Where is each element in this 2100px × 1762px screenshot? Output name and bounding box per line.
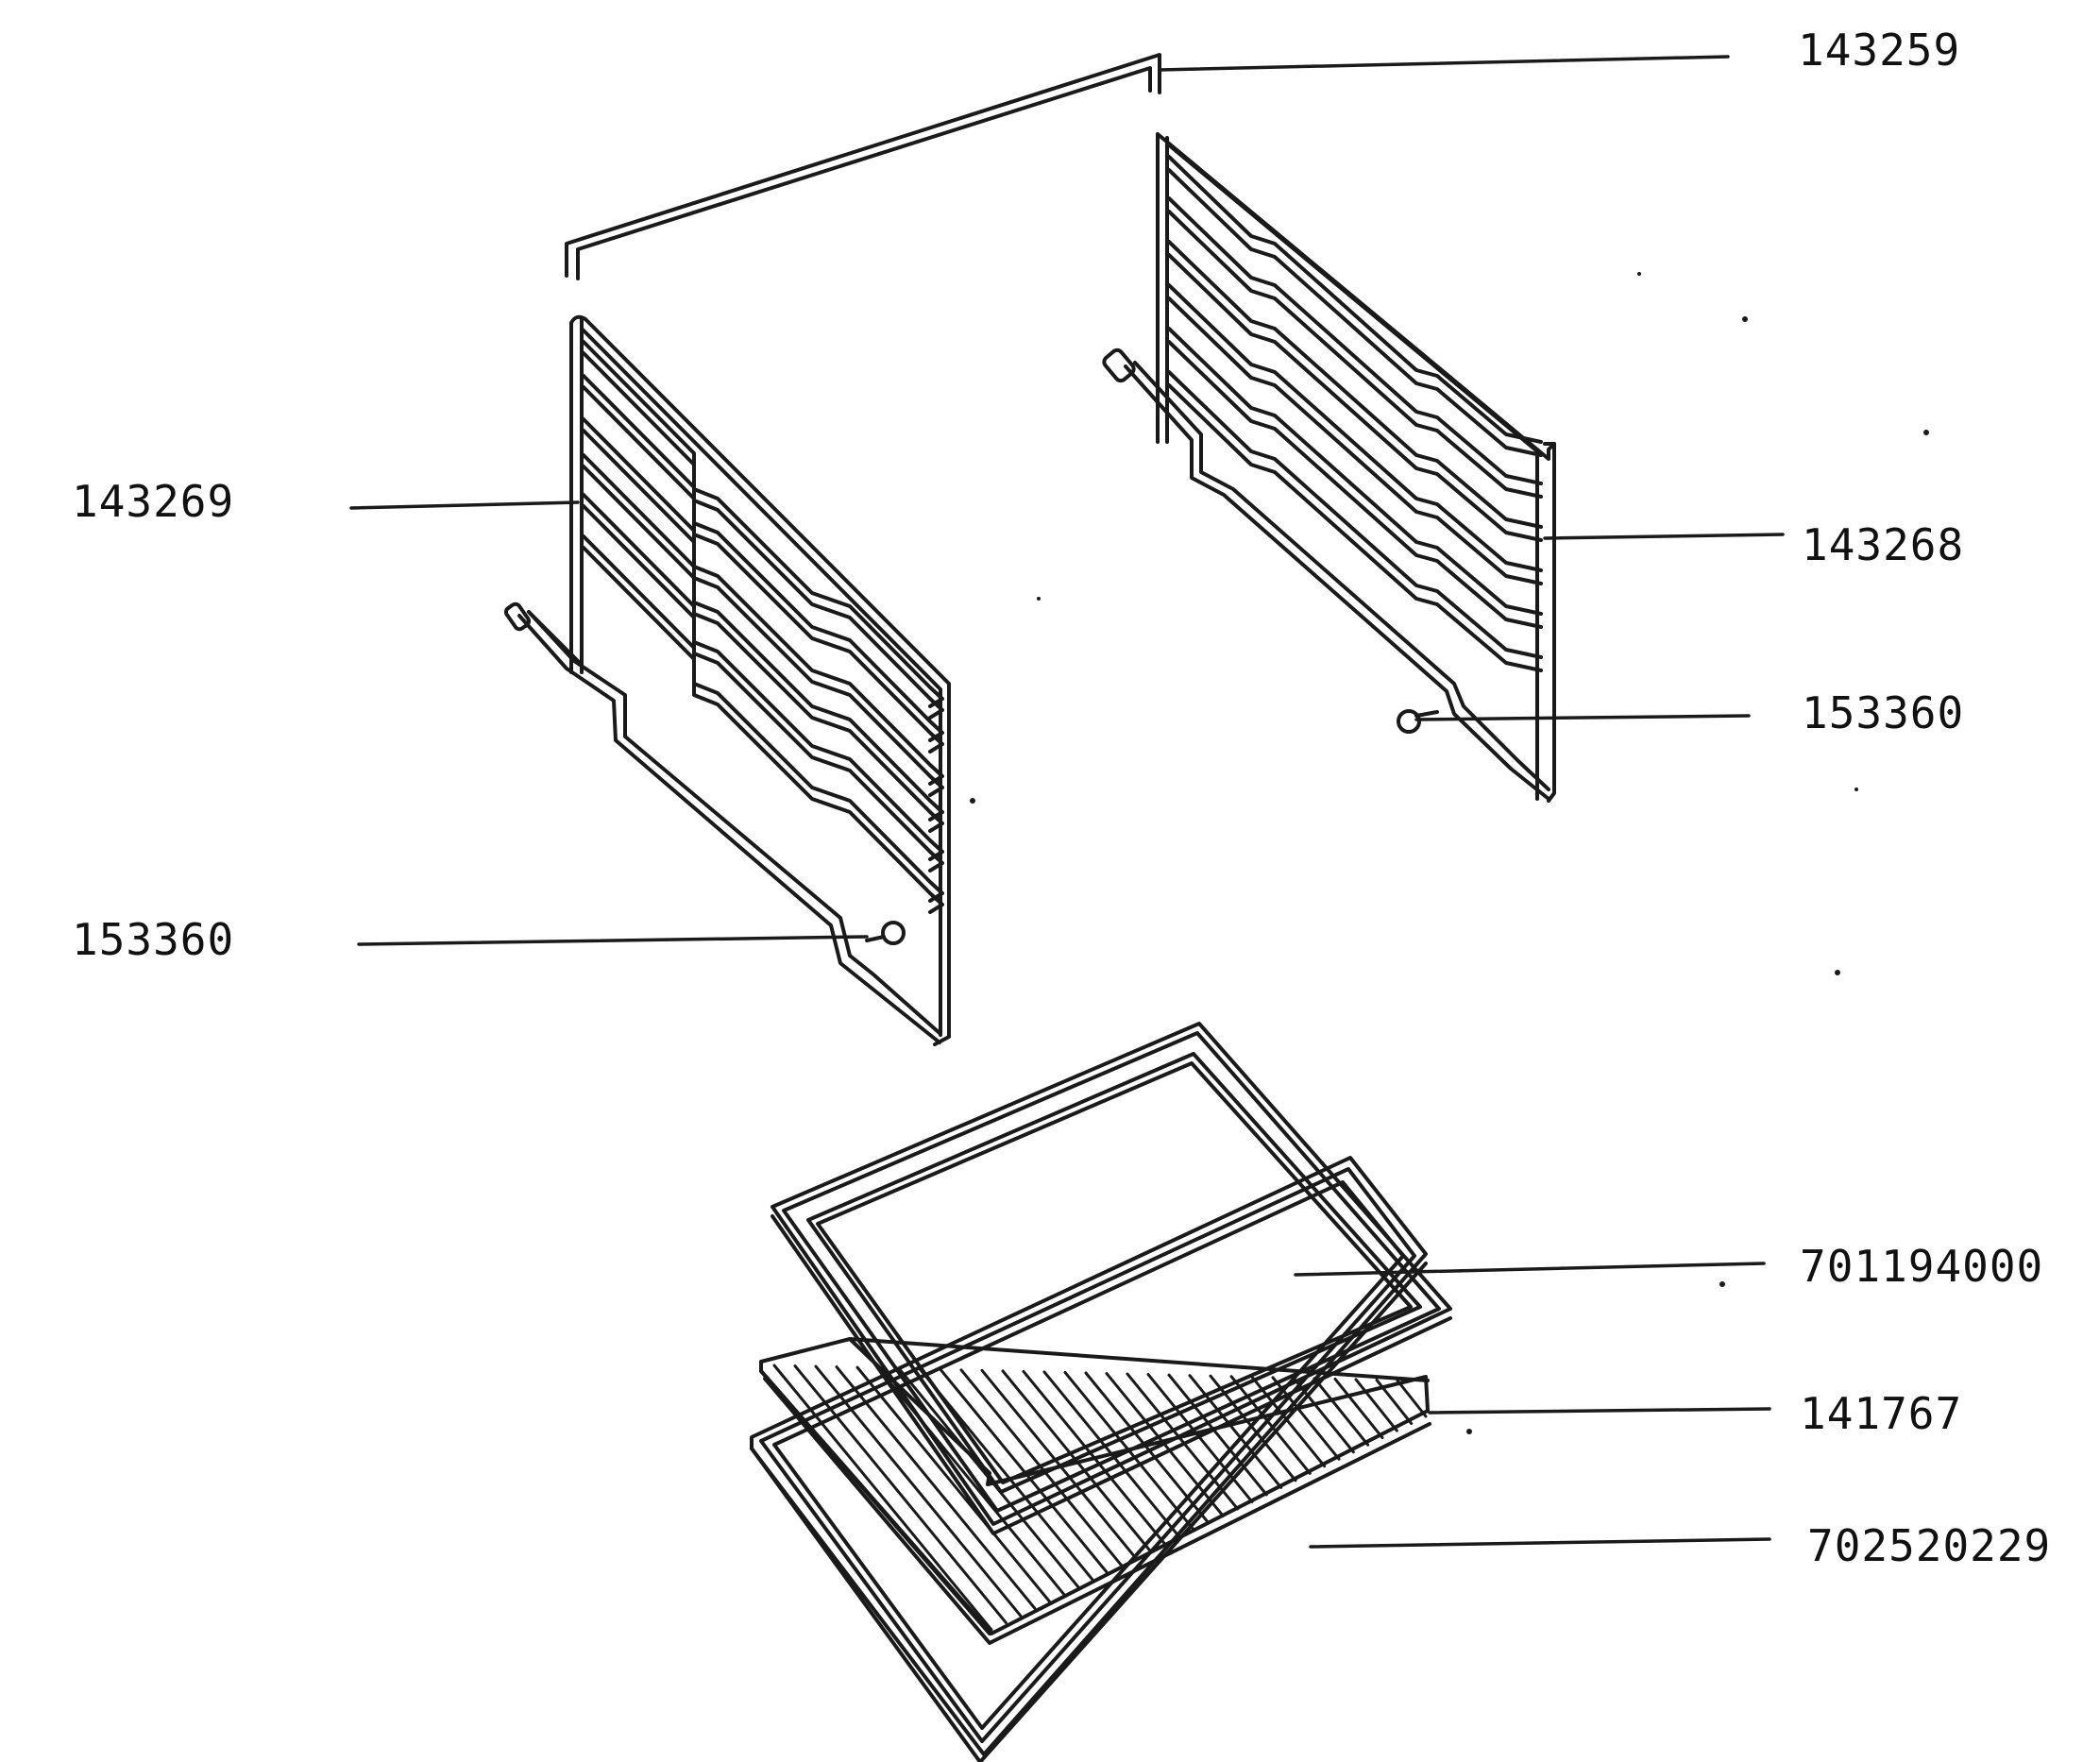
leader-lines — [349, 55, 1785, 1549]
grill-bar — [1271, 1376, 1341, 1461]
grill-bar — [1333, 1377, 1384, 1440]
grill-bar — [793, 1364, 1008, 1624]
label-grill-grid: 141767 — [1800, 1388, 1963, 1439]
label-left-rack: 143269 — [72, 476, 235, 527]
grill-bar — [855, 1365, 1051, 1603]
grill-bar — [1042, 1370, 1181, 1539]
grill-bar — [772, 1364, 993, 1632]
glass-shelf-part — [771, 1022, 1452, 1535]
grill-bar — [1084, 1371, 1211, 1525]
grill-bar — [1229, 1375, 1312, 1475]
leader-top-rail — [1158, 55, 1730, 72]
leader-left-screw — [357, 935, 869, 946]
top-rail-part — [565, 53, 1161, 280]
grill-bar — [1001, 1369, 1153, 1553]
label-left-screw: 153360 — [72, 914, 235, 965]
label-glass-shelf: 701194000 — [1800, 1241, 2044, 1292]
leader-baking-tray — [1309, 1537, 1771, 1549]
right-rack-part — [1102, 132, 1556, 803]
label-right-screw: 153360 — [1802, 687, 1965, 738]
grill-bar — [1354, 1378, 1398, 1432]
leader-glass-shelf — [1294, 1262, 1766, 1277]
label-baking-tray: 702520229 — [1807, 1520, 2052, 1571]
label-top-rail: 143259 — [1798, 25, 1961, 76]
grill-bar — [1292, 1376, 1355, 1454]
leader-left-rack — [349, 500, 580, 510]
grill-bar — [1312, 1377, 1370, 1447]
leader-grill-grid — [1428, 1407, 1771, 1415]
leader-right-rack — [1543, 533, 1785, 540]
left-rack-part — [503, 314, 951, 1046]
grill-bar — [814, 1364, 1023, 1618]
grill-bar — [835, 1365, 1037, 1610]
grill-bar — [939, 1367, 1109, 1575]
grill-bar — [1167, 1373, 1268, 1497]
grill-bar — [1022, 1369, 1167, 1547]
grill-bar — [1250, 1375, 1327, 1468]
scan-specks — [970, 272, 1929, 1434]
grill-bar — [1375, 1378, 1414, 1426]
grill-bar — [1396, 1379, 1428, 1418]
leader-right-screw — [1414, 714, 1751, 721]
grill-bar — [1126, 1372, 1240, 1511]
label-right-rack: 143268 — [1802, 519, 1965, 570]
